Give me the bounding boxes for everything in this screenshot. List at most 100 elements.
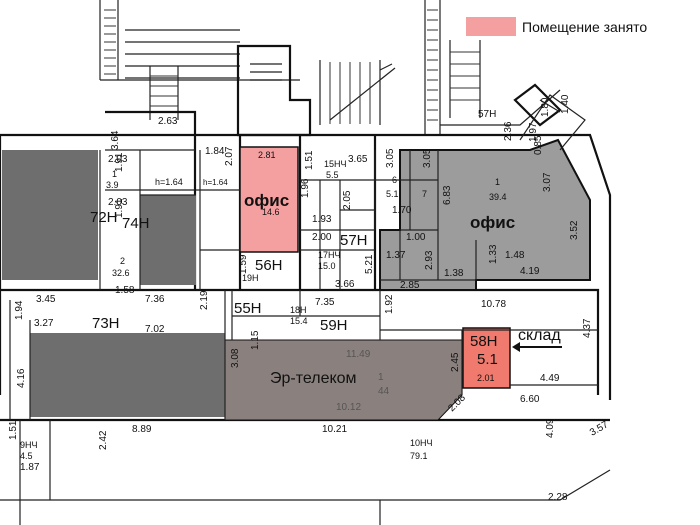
- dimension-label: 5.21: [364, 254, 375, 274]
- dimension-label: 1.84: [205, 146, 225, 157]
- dimension-label: 2.03: [108, 154, 128, 165]
- dimension-label: 3.05: [385, 148, 396, 168]
- dimension-label: 1.15: [250, 330, 261, 350]
- dimension-label: 3.57: [588, 419, 611, 438]
- room-18h-area: 15.4: [290, 316, 308, 326]
- dimension-label: 2.28: [548, 492, 568, 503]
- dimension-label: 3.65: [348, 154, 368, 165]
- room-58h-occupied: [462, 327, 511, 389]
- room-9hch-area: 4.5: [20, 451, 33, 461]
- dimension-label: 1.91: [114, 152, 125, 172]
- room-15hch-area: 5.5: [326, 170, 339, 180]
- dimension-label: 3.52: [569, 220, 580, 240]
- room-58h-code: 58Н: [470, 333, 498, 350]
- er-telecom-area: 44: [378, 386, 390, 397]
- room-7: 7: [422, 189, 427, 199]
- room-17hch-area: 15.0: [318, 261, 336, 271]
- dimension-label: 2.19: [199, 290, 210, 310]
- dimension-label: 1.51: [304, 150, 315, 170]
- dimension-label: 7.36: [145, 294, 165, 305]
- dimension-label: 4.19: [520, 266, 540, 277]
- dimension-label: 1.38: [444, 268, 464, 279]
- dimension-label: 2.05: [342, 190, 353, 210]
- stairs-top-center: [236, 44, 396, 137]
- room-9hch: 9НЧ: [20, 440, 38, 450]
- stairs-top-left: [99, 0, 300, 120]
- h164-b: h=1.64: [203, 178, 228, 187]
- dimension-label: 10.21: [322, 424, 347, 435]
- room-15hch: 15НЧ: [324, 159, 347, 169]
- office-right-num: 1: [495, 177, 500, 187]
- dimension-label: 4.37: [582, 318, 593, 338]
- h164-a: h=1.64: [155, 177, 183, 187]
- dimension-label: 6.60: [520, 394, 540, 405]
- dimension-label: 2.42: [98, 430, 109, 450]
- dimension-label: 1.48: [505, 250, 525, 261]
- room-18h: 18Н: [290, 305, 307, 315]
- dimension-label: 0.85: [533, 135, 544, 155]
- dimension-label: 10.78: [481, 299, 506, 310]
- dimension-label: 3.27: [34, 318, 54, 329]
- dimension-label: 2.93: [424, 250, 435, 270]
- dimension-label: 2.00: [312, 232, 332, 243]
- stairs-top-right: [424, 0, 562, 135]
- er-telecom-dim-bottom: 10.12: [336, 402, 361, 413]
- room-72h-74h-gray: [2, 150, 98, 280]
- office-left-area: 14.6: [262, 207, 280, 217]
- dimension-label: 3.45: [36, 294, 56, 305]
- office-right-area: 39.4: [489, 192, 507, 202]
- dimension-label: 7.02: [145, 324, 165, 335]
- room-74h-label: 74Н: [122, 215, 150, 232]
- room-56h-label: 56Н: [255, 257, 283, 274]
- dimension-label: 1.91: [114, 198, 125, 218]
- office-right-gray: [379, 138, 591, 291]
- dimension-label: 1.51: [8, 420, 19, 440]
- room-57h-label: 57Н: [340, 232, 368, 249]
- room-10hch: 10НЧ: [410, 438, 433, 448]
- dimension-label: 1.92: [384, 294, 395, 314]
- room-73h-label: 73Н: [92, 315, 120, 332]
- dimension-label: 3.08: [230, 348, 241, 368]
- dimension-label: 2.45: [450, 352, 461, 372]
- dimension-label: 2.36: [503, 121, 514, 141]
- dimension-label: 3.64: [110, 130, 121, 150]
- dimension-label: 8.89: [132, 424, 152, 435]
- dimension-label: 2.63: [158, 116, 178, 127]
- dimension-label: 4.09: [545, 418, 556, 438]
- room-6-area: 5.1: [386, 189, 399, 199]
- dimension-label: 1.59: [238, 254, 249, 274]
- room-10hch-area: 79.1: [410, 451, 428, 461]
- legend-swatch: [466, 17, 516, 36]
- room-57h-top-label: 57Н: [478, 109, 496, 120]
- dimension-label: 3.05: [422, 148, 433, 168]
- dimension-label: 7.35: [315, 297, 335, 308]
- office-left-dim: 2.81: [258, 150, 276, 160]
- room-59h-label: 59Н: [320, 317, 348, 334]
- er-telecom-dim-top: 11.49: [346, 349, 371, 360]
- dimension-label: 4.16: [16, 368, 27, 388]
- er-telecom-label: Эр-телеком: [270, 370, 357, 387]
- room-1-small-num: 1: [112, 169, 117, 179]
- dimension-label: 2.85: [400, 280, 420, 291]
- dimension-label: 1.40: [560, 94, 571, 114]
- dimension-label: 3.07: [542, 172, 553, 192]
- dimension-label: 1.00: [406, 232, 426, 243]
- room-1-small-area: 3.9: [106, 180, 119, 190]
- storage-label: склад: [518, 327, 561, 344]
- room-2-num: 2: [120, 256, 125, 266]
- room-6: 6: [392, 175, 397, 185]
- dimension-label: 2.03: [108, 197, 128, 208]
- room-55h-label: 55Н: [234, 300, 262, 317]
- room-gray-center-left: [140, 195, 196, 285]
- office-right-label: офис: [470, 213, 515, 232]
- dimension-label: 1.96: [300, 178, 311, 198]
- dimension-label: 3.66: [335, 279, 355, 290]
- office-left-occupied: [239, 146, 299, 253]
- room-19h: 19Н: [242, 273, 259, 283]
- legend-label: Помещение занято: [522, 19, 647, 35]
- er-telecom-num: 1: [378, 372, 384, 383]
- dimension-label: 6.83: [442, 185, 453, 205]
- dimension-label: 1.33: [488, 244, 499, 264]
- room-58h-dim: 2.01: [477, 373, 495, 383]
- dimension-label: 1.94: [14, 300, 25, 320]
